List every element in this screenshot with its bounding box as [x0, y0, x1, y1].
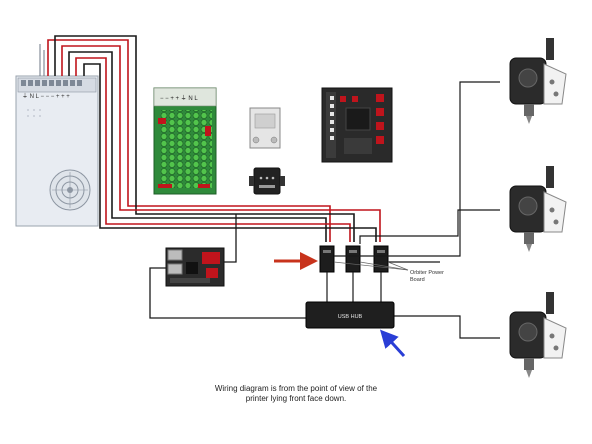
- toolhead-icon: [509, 38, 567, 124]
- blue-arrow: [379, 329, 406, 358]
- psu-fan-icon: [49, 169, 91, 211]
- toolhead-cables: [334, 81, 500, 339]
- sbc-cables: [149, 214, 306, 319]
- toolhead-icon: [509, 166, 567, 252]
- fuse-icon: [249, 167, 285, 195]
- usb-hub: USB HUB: [305, 301, 395, 329]
- psu2-terminal-labels: − − + + ⏚ N L: [160, 95, 198, 102]
- orbiter-label-leaders: [333, 261, 409, 271]
- diagram-caption: Wiring diagram is from the point of view…: [150, 384, 442, 404]
- orbiter-label-line1: Orbiter Power: [410, 270, 444, 276]
- usb-hub-label: USB HUB: [338, 314, 363, 320]
- sbc-board: [165, 247, 225, 287]
- orbiter-power-boards: [319, 245, 389, 273]
- main-power-supply: ⏚ N L − − − + + +: [15, 75, 99, 227]
- caption-line-1: Wiring diagram is from the point of view…: [214, 384, 378, 393]
- secondary-power-supply: − − + + ⏚ N L: [153, 87, 217, 195]
- psu-wires: [39, 35, 381, 242]
- orbiter-label-line2: Board: [410, 277, 425, 283]
- mainboard: [321, 87, 393, 163]
- caption-line-2: printer lying front face down.: [245, 394, 347, 403]
- ssr-icon: [249, 107, 281, 149]
- toolhead-icon: [509, 292, 567, 378]
- orbiter-hub-cables: [326, 272, 382, 302]
- psu-terminal-labels: ⏚ N L − − − + + +: [22, 93, 70, 100]
